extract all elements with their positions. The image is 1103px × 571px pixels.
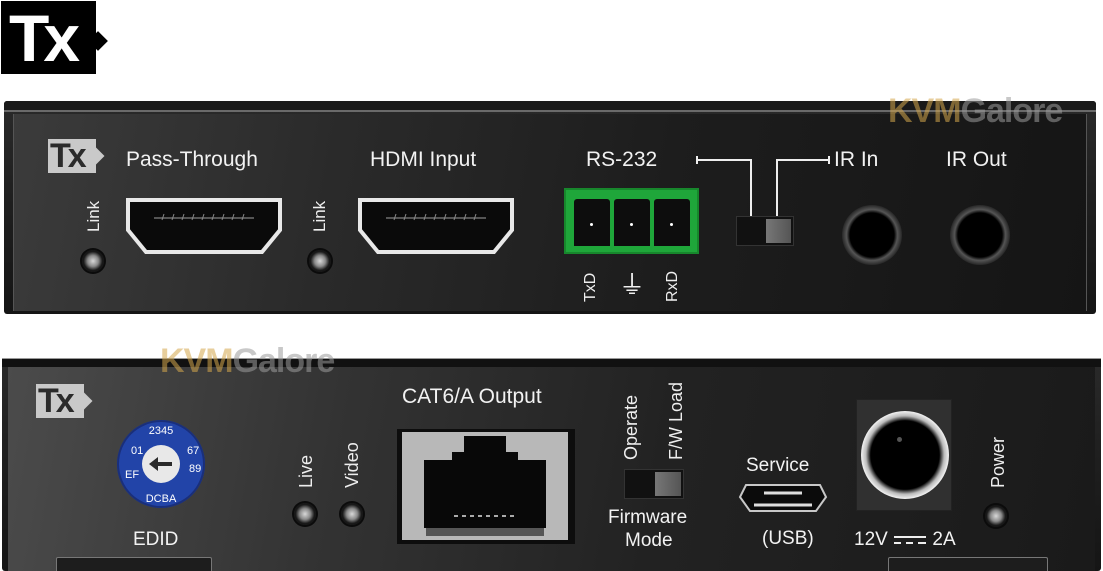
rj45-port-icon bbox=[424, 436, 546, 536]
ir-in-jack[interactable] bbox=[842, 205, 902, 265]
service-usb-port[interactable] bbox=[738, 483, 828, 513]
pass-through-hdmi-port[interactable] bbox=[124, 196, 284, 256]
watermark-front: KVMGalore bbox=[888, 92, 1063, 130]
pin-label-txd: TxD bbox=[582, 272, 599, 302]
terminal-pin-rxd bbox=[654, 199, 690, 246]
ir-out-jack[interactable] bbox=[950, 205, 1010, 265]
dc-power-jack[interactable] bbox=[856, 399, 952, 511]
foot-left bbox=[56, 557, 212, 571]
video-led bbox=[341, 503, 363, 525]
power-led bbox=[985, 505, 1007, 527]
tx-logo-text: Tx bbox=[9, 1, 80, 75]
power-rating-label: 12V 2A bbox=[854, 529, 956, 550]
tx-logo: Tx bbox=[1, 1, 108, 75]
ground-icon: ⏚ bbox=[619, 270, 646, 300]
tx-logo-diamond-icon bbox=[88, 31, 108, 51]
dc-symbol-icon bbox=[894, 535, 927, 544]
ir-in-label: IR In bbox=[834, 148, 879, 171]
edid-label: EDID bbox=[133, 529, 179, 550]
foot-right bbox=[888, 557, 1048, 571]
hdmi-input-port[interactable] bbox=[356, 196, 516, 256]
live-led-label: Live bbox=[296, 454, 316, 488]
hdmi-input-link-led bbox=[309, 250, 331, 272]
terminal-pin-txd bbox=[574, 199, 610, 246]
watermark-rear: KVMGalore bbox=[160, 342, 335, 380]
rs232-ir-selector-lines bbox=[696, 156, 830, 224]
svg-text:EF: EF bbox=[125, 469, 139, 481]
live-led bbox=[294, 503, 316, 525]
tx-badge-rear: Tx bbox=[36, 383, 93, 419]
micro-usb-icon bbox=[738, 484, 828, 512]
cat6-output-label: CAT6/A Output bbox=[402, 385, 542, 408]
video-led-label: Video bbox=[342, 442, 362, 488]
hdmi-port-icon bbox=[358, 198, 514, 254]
terminal-pin-ground bbox=[614, 199, 650, 246]
edid-rotary-switch[interactable]: 2345 01 67 89 EF DCBA bbox=[117, 420, 205, 508]
rs232-label: RS-232 bbox=[586, 148, 658, 171]
pin-label-rxd: RxD bbox=[664, 270, 681, 302]
hdmi-input-label: HDMI Input bbox=[370, 148, 477, 171]
rs232-ir-mode-switch[interactable] bbox=[736, 216, 794, 246]
hdmi-port-icon bbox=[126, 198, 282, 254]
usb-sublabel: (USB) bbox=[762, 528, 814, 549]
svg-text:01: 01 bbox=[131, 445, 143, 457]
svg-text:67: 67 bbox=[187, 445, 199, 457]
svg-text:89: 89 bbox=[189, 463, 201, 475]
tx-badge-front: Tx bbox=[48, 138, 105, 174]
operate-label: Operate bbox=[621, 394, 641, 460]
firmware-mode-switch[interactable] bbox=[624, 469, 684, 499]
switch-knob bbox=[654, 472, 681, 496]
pass-through-link-label: Link bbox=[84, 200, 103, 232]
arrow-left-icon bbox=[149, 457, 172, 471]
power-led-label: Power bbox=[988, 436, 1008, 488]
svg-text:2345: 2345 bbox=[149, 425, 173, 437]
mode-label: Mode bbox=[625, 530, 673, 551]
fw-load-label: F/W Load bbox=[666, 381, 686, 460]
switch-knob bbox=[765, 219, 791, 243]
rotary-digits: 2345 01 67 89 EF DCBA bbox=[125, 425, 201, 505]
rs232-terminal-block[interactable] bbox=[564, 188, 699, 254]
firmware-label: Firmware bbox=[608, 507, 688, 528]
svg-text:DCBA: DCBA bbox=[146, 493, 177, 505]
ir-out-label: IR Out bbox=[946, 148, 1007, 171]
pass-through-link-led bbox=[82, 250, 104, 272]
pass-through-label: Pass-Through bbox=[126, 148, 258, 171]
cat6-rj45-port[interactable] bbox=[397, 429, 575, 544]
service-label: Service bbox=[746, 455, 810, 476]
hdmi-input-link-label: Link bbox=[310, 200, 329, 232]
